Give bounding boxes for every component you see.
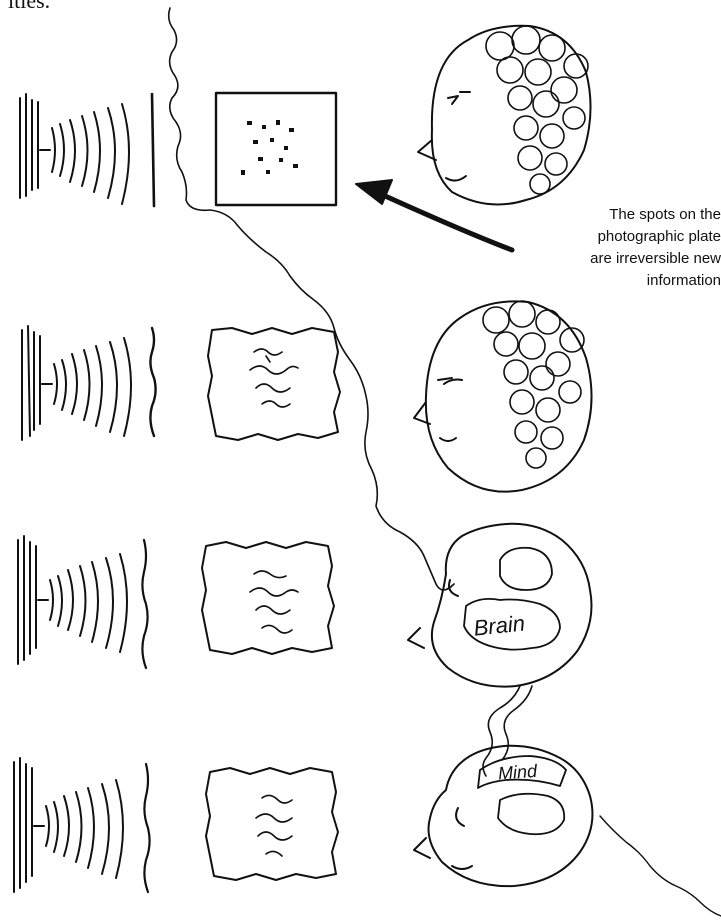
- annotation-line-4: information: [500, 270, 721, 292]
- interference-pattern-4: [256, 795, 292, 856]
- annotation-line-1: The spots on the: [500, 204, 721, 226]
- photographic-plate-1: [216, 93, 336, 205]
- wave-source-3: [18, 536, 148, 668]
- observer-head-4-mind: Mind: [414, 746, 592, 886]
- plate-annotation: The spots on the photographic plate are …: [500, 204, 721, 292]
- wave-source-1: [20, 94, 154, 206]
- observer-head-1: [418, 26, 591, 205]
- interference-pattern-2: [250, 349, 298, 407]
- observer-head-2: [414, 301, 592, 492]
- photographic-plate-2: [208, 328, 340, 440]
- mind-label: Mind: [497, 761, 538, 784]
- annotation-line-3: are irreversible new: [500, 248, 721, 270]
- annotation-line-2: photographic plate: [500, 226, 721, 248]
- dividing-wavy-line-tail: [600, 816, 721, 916]
- interference-pattern-3: [250, 571, 298, 633]
- brain-label: Brain: [472, 610, 526, 640]
- wave-source-4: [14, 758, 150, 892]
- wave-source-2: [22, 326, 156, 440]
- dividing-wavy-line: [169, 8, 454, 590]
- photographic-plate-4: [206, 768, 338, 880]
- observer-head-3-brain: Brain: [408, 524, 592, 687]
- photographic-plate-3: [202, 542, 334, 654]
- plate-spots: [241, 120, 298, 175]
- arrow-to-plate: [356, 180, 512, 250]
